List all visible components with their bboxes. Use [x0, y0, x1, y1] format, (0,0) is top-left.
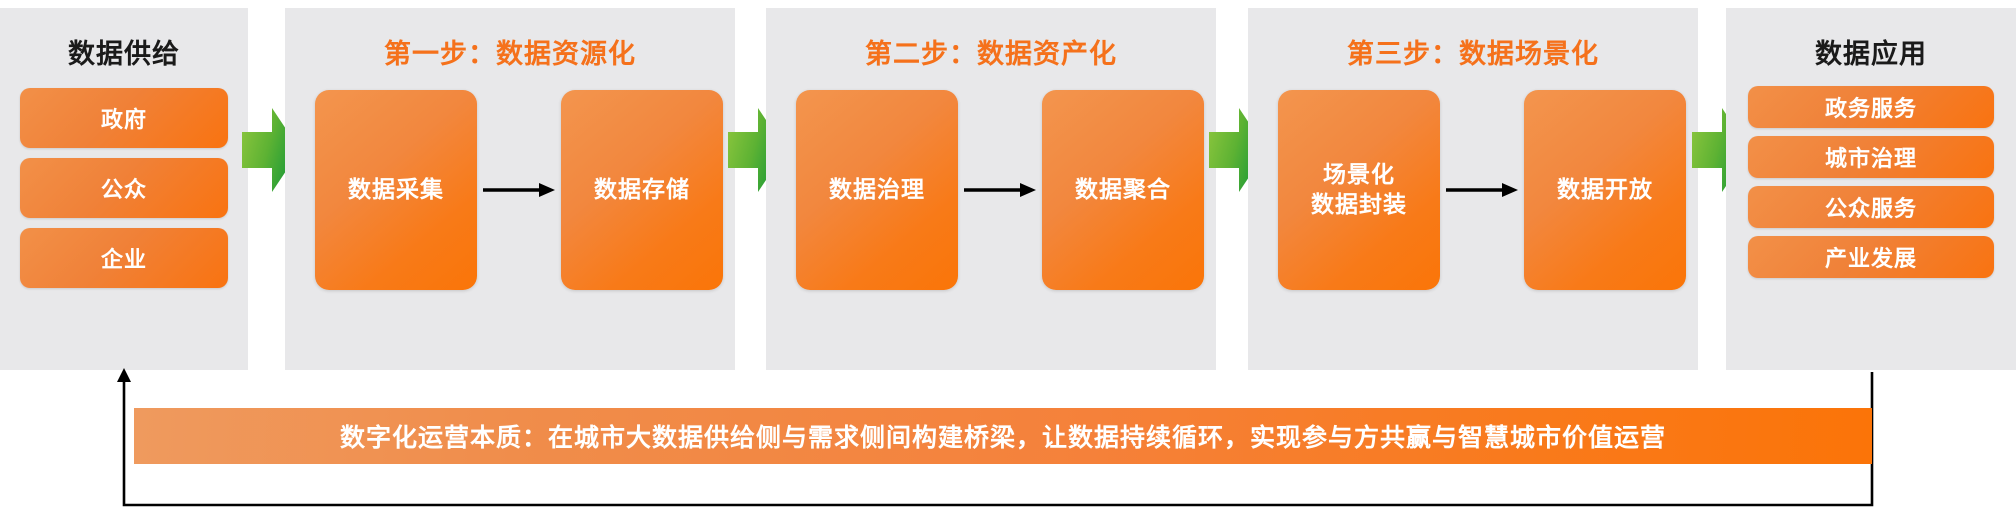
supply-item-government[interactable]: 政府: [20, 88, 228, 148]
summary-banner: 数字化运营本质：在城市大数据供给侧与需求侧间构建桥梁，让数据持续循环，实现参与方…: [134, 408, 1872, 464]
panel-data-application: 数据应用 政务服务 城市治理 公众服务 产业发展: [1726, 8, 2016, 370]
panel-data-supply: 数据供给 政府 公众 企业: [0, 8, 248, 370]
supply-item-label: 企业: [100, 247, 147, 272]
step1-box-label: 数据采集: [348, 176, 444, 203]
step1-box-data-storage[interactable]: 数据存储: [561, 90, 723, 290]
feedback-arrowhead-icon: [117, 368, 131, 382]
supply-item-public[interactable]: 公众: [20, 158, 228, 218]
flow-arrow-icon-step3: [1446, 183, 1518, 197]
panel-title-data-supply: 数据供给: [68, 39, 180, 69]
step3-box-scenario-packaging[interactable]: 场景化 数据封装: [1278, 90, 1440, 290]
step2-box-label: 数据聚合: [1075, 176, 1171, 203]
summary-banner-text: 数字化运营本质：在城市大数据供给侧与需求侧间构建桥梁，让数据持续循环，实现参与方…: [339, 424, 1666, 452]
application-item-public-services[interactable]: 公众服务: [1748, 186, 1994, 228]
panel-title-step-1: 第一步：数据资源化: [384, 39, 636, 69]
step3-box-label: 场景化 数据封装: [1311, 160, 1407, 220]
step3-box-label-line1: 场景化: [1323, 161, 1395, 188]
supply-item-label: 公众: [100, 177, 147, 202]
panel-step-2: 第二步：数据资产化 数据治理 数据聚合: [766, 8, 1216, 370]
panel-title-step-3: 第三步：数据场景化: [1347, 39, 1599, 69]
application-item-label: 政务服务: [1824, 96, 1917, 121]
application-item-label: 城市治理: [1824, 146, 1917, 171]
supply-item-enterprise[interactable]: 企业: [20, 228, 228, 288]
step2-box-label: 数据治理: [829, 176, 925, 203]
panel-title-data-application: 数据应用: [1815, 39, 1927, 69]
application-item-urban-governance[interactable]: 城市治理: [1748, 136, 1994, 178]
step1-box-data-collection[interactable]: 数据采集: [315, 90, 477, 290]
supply-item-list: 政府 公众 企业: [0, 88, 248, 288]
step2-box-data-governance[interactable]: 数据治理: [796, 90, 958, 290]
application-item-industry-development[interactable]: 产业发展: [1748, 236, 1994, 278]
application-item-label: 产业发展: [1824, 246, 1917, 271]
step3-box-label-line2: 数据封装: [1311, 191, 1407, 217]
application-item-government-services[interactable]: 政务服务: [1748, 86, 1994, 128]
step3-box-label: 数据开放: [1557, 176, 1653, 203]
step3-box-data-opening[interactable]: 数据开放: [1524, 90, 1686, 290]
panel-title-step-2: 第二步：数据资产化: [865, 39, 1117, 69]
supply-item-label: 政府: [100, 107, 147, 132]
panel-step-3: 第三步：数据场景化 场景化 数据封装 数据开放: [1248, 8, 1698, 370]
step1-box-label: 数据存储: [594, 176, 690, 203]
panel-step-1: 第一步：数据资源化 数据采集 数据存储: [285, 8, 735, 370]
application-item-label: 公众服务: [1824, 196, 1917, 221]
flow-arrow-icon-step2: [964, 183, 1036, 197]
flow-arrow-icon-step1: [483, 183, 555, 197]
step2-box-data-aggregation[interactable]: 数据聚合: [1042, 90, 1204, 290]
application-item-list: 政务服务 城市治理 公众服务 产业发展: [1726, 86, 2016, 278]
